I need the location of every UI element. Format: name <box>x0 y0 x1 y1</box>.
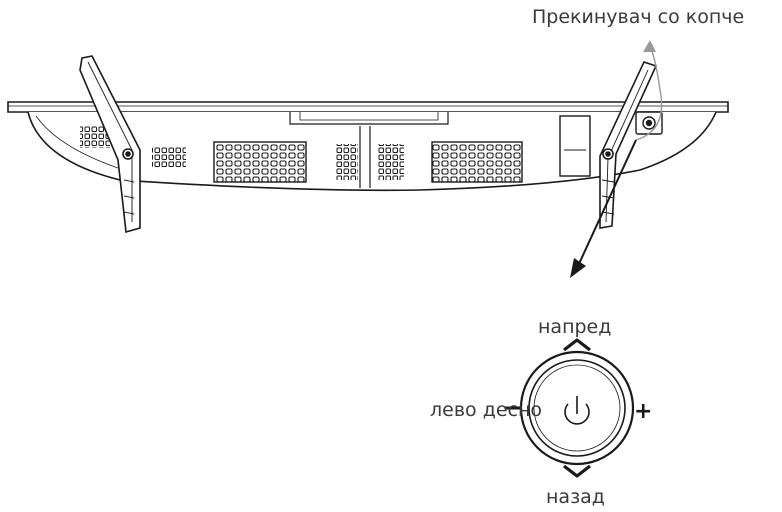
port-block-right-large <box>431 141 523 183</box>
back-label: назад <box>546 486 605 508</box>
tv-body <box>7 101 729 192</box>
power-switch-label: Прекинувач со копче <box>532 6 745 28</box>
port-block-left-large <box>213 141 307 183</box>
forward-label: напред <box>538 316 612 338</box>
center-recess <box>289 112 449 125</box>
rotation-arrow-head <box>643 40 656 52</box>
tv-bezel <box>7 101 729 113</box>
chevron-down-icon <box>563 464 591 478</box>
power-icon <box>564 396 590 425</box>
rotation-arrow <box>635 45 663 141</box>
left-right-label: лево десно <box>430 399 543 421</box>
port-block-left-small <box>152 146 186 168</box>
joystick-enlarged: − + <box>502 338 652 478</box>
pointer-arrow-head <box>570 258 586 278</box>
port-block-mid-a <box>336 144 358 180</box>
pointer-line <box>577 139 637 267</box>
plus-symbol: + <box>634 399 652 424</box>
minus-symbol: − <box>502 393 524 423</box>
port-block-mid-b <box>378 144 404 180</box>
stand-left <box>79 55 141 234</box>
joystick-button-on-tv <box>635 111 663 135</box>
tv-rear-housing <box>27 111 717 192</box>
port-block-far-left <box>80 126 110 148</box>
power-socket <box>559 115 591 177</box>
chevron-up-icon <box>563 338 591 352</box>
port-blocks <box>80 115 591 183</box>
